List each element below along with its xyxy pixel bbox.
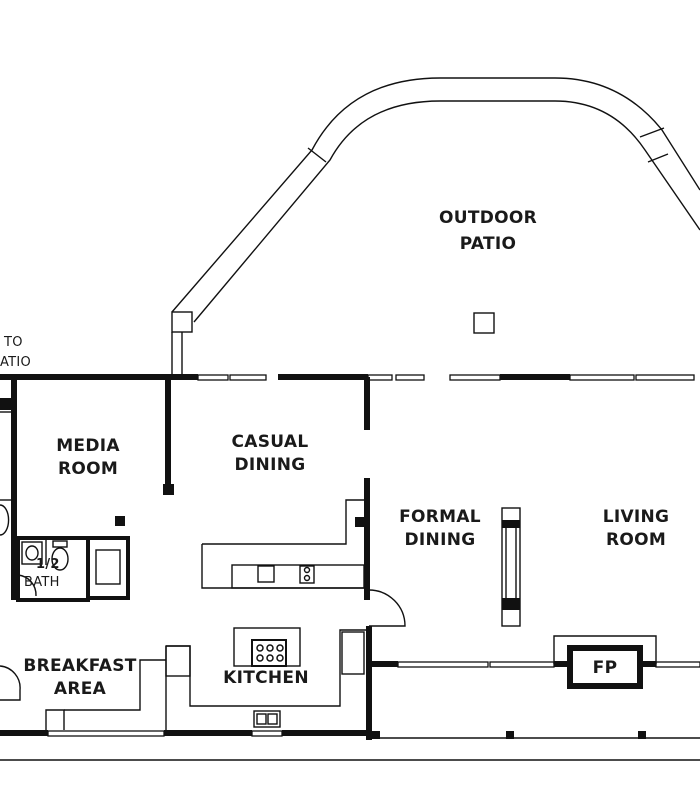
west-walls bbox=[0, 377, 17, 600]
door-swing bbox=[368, 589, 406, 627]
formal-dining-label-line2: DINING bbox=[405, 530, 476, 550]
half-bath-label-line2: BATH bbox=[24, 575, 60, 590]
patio-column bbox=[473, 312, 495, 334]
room-divider-column bbox=[501, 507, 521, 627]
media-cabinet bbox=[86, 536, 130, 600]
kitchen-island bbox=[233, 627, 301, 667]
bath-sink bbox=[21, 541, 43, 565]
kitchen-sink-small bbox=[257, 565, 275, 583]
south-wall bbox=[0, 730, 700, 761]
fireplace-label: FP bbox=[593, 658, 618, 678]
formal-dining-label-line1: FORMAL bbox=[399, 507, 481, 527]
media-room-label-line2: ROOM bbox=[58, 459, 118, 479]
outdoor-patio-label-line1: OUTDOOR bbox=[439, 208, 537, 228]
casual-dining-label-line1: CASUAL bbox=[232, 432, 309, 452]
living-south-wall bbox=[369, 661, 700, 668]
fireplace bbox=[553, 635, 657, 689]
kitchen-sink bbox=[253, 710, 281, 728]
patio-column-base bbox=[171, 311, 193, 333]
partial-label-line2: ATIO bbox=[0, 355, 31, 370]
outdoor-patio-label-line2: PATIO bbox=[460, 234, 517, 254]
media-room-label-line1: MEDIA bbox=[56, 436, 120, 456]
partial-label-line1: TO bbox=[3, 335, 23, 350]
counter-cooktop bbox=[299, 565, 315, 584]
living-room-label-line1: LIVING bbox=[603, 507, 670, 527]
patio-curved-wall bbox=[171, 77, 700, 375]
kitchen-counters bbox=[201, 499, 366, 589]
range-cooktop bbox=[251, 639, 287, 667]
breakfast-area-label-line1: BREAKFAST bbox=[23, 656, 136, 676]
living-room-label-line2: ROOM bbox=[606, 530, 666, 550]
kitchen-perimeter bbox=[0, 629, 366, 730]
bath-toilet-tank bbox=[52, 540, 68, 548]
kitchen-label: KITCHEN bbox=[223, 668, 309, 688]
breakfast-area-label-line2: AREA bbox=[54, 679, 107, 699]
casual-dining-label-line2: DINING bbox=[235, 455, 306, 475]
bath-toilet bbox=[51, 547, 69, 571]
north-wall bbox=[0, 374, 695, 381]
half-bath-label-line1: 1/2 bbox=[36, 557, 60, 572]
